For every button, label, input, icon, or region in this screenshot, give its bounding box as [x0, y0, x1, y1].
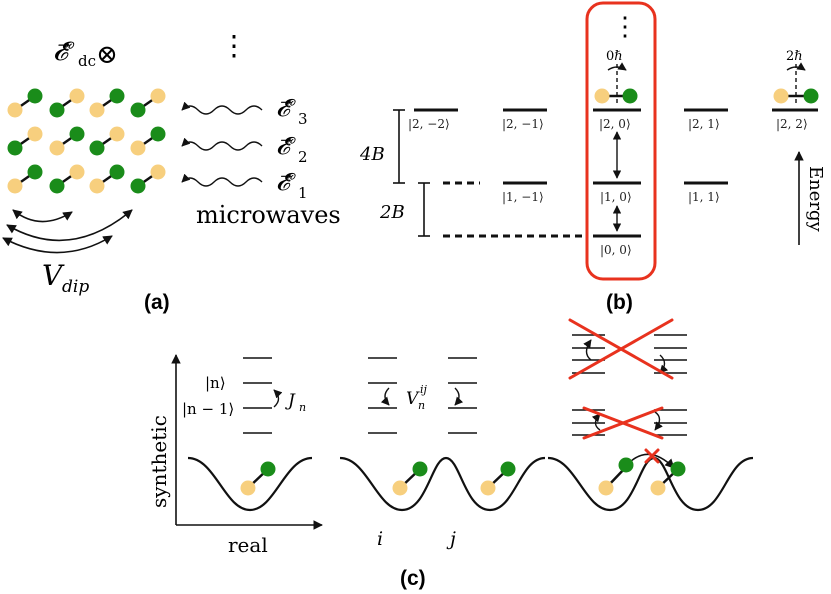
dipole-arrow-short — [12, 209, 73, 223]
vdots-a: ⋮ — [220, 29, 248, 62]
Vn-superscript: ij — [420, 383, 428, 396]
molecule-forbidden-right — [650, 461, 686, 496]
vdip-subscript: dip — [62, 277, 89, 297]
otimes-symbol: ⊗ — [96, 40, 118, 70]
cross-hop-b — [644, 448, 660, 464]
synthetic-label: synthetic — [147, 415, 171, 508]
field-3-symbol: 𝓔⃗ — [276, 94, 296, 122]
exchange-arrow-left — [380, 387, 390, 406]
molecule-single-well — [240, 461, 276, 496]
panel-a: 𝓔⃗ dc ⊗ ⋮ V dip 𝓔⃗ 3 𝓔⃗ 2 𝓔⃗ 1 microwa — [2, 29, 341, 314]
ket-2-m2: |2, −2⟩ — [408, 117, 450, 131]
microwave-waves — [181, 101, 263, 187]
molecule-lattice — [7, 88, 166, 194]
ket-0-0: |0, 0⟩ — [600, 243, 632, 257]
ket-2-0: |2, 0⟩ — [599, 117, 631, 131]
ket-n-label: |n⟩ — [205, 374, 226, 392]
single-well-levels — [243, 357, 272, 434]
red-crosses — [568, 318, 674, 464]
spacing-4B-label: 4B — [359, 144, 385, 165]
real-label: real — [228, 533, 268, 557]
double-well-levels — [368, 357, 477, 434]
forbidden-arrow-top-left — [583, 339, 592, 361]
levels-J1: |1, −1⟩ |1, 0⟩ |1, 1⟩ — [443, 181, 728, 204]
field-2-symbol: 𝓔⃗ — [276, 132, 296, 160]
ket-n-minus-1-label: |n − 1⟩ — [182, 400, 234, 418]
lattice-molecule — [89, 164, 125, 194]
panel-c-label: (c) — [400, 567, 426, 590]
vdip-symbol: V — [42, 259, 65, 292]
ket-2-m1: |2, −1⟩ — [502, 117, 544, 131]
dc-field-symbol: 𝓔⃗ — [53, 37, 75, 67]
forbidden-arrow-mid-left — [591, 413, 601, 431]
lattice-molecule — [130, 88, 166, 118]
microwave-wave-2 — [181, 137, 263, 151]
dc-field-label: 𝓔⃗ dc ⊗ — [53, 37, 118, 70]
lattice-molecule — [7, 126, 43, 156]
ket-2-2: |2, 2⟩ — [776, 117, 808, 131]
lattice-molecule — [49, 164, 85, 194]
levels-J2: |2, −2⟩ |2, −1⟩ |2, 0⟩ |2, 1⟩ |2, 2⟩ — [408, 108, 818, 131]
panel-a-label: (a) — [144, 291, 170, 314]
field-1-symbol: 𝓔⃗ — [276, 168, 296, 196]
cross-top-b — [568, 318, 674, 380]
ket-1-1: |1, 1⟩ — [688, 190, 720, 204]
potential-well-single — [187, 456, 313, 512]
ket-2-1: |2, 1⟩ — [688, 117, 720, 131]
ket-1-m1: |1, −1⟩ — [502, 190, 544, 204]
vdots-b: ⋮ — [612, 12, 638, 42]
site-j-label: j — [446, 528, 456, 550]
microwave-wave-1 — [181, 173, 263, 187]
highlight-box — [585, 1, 657, 281]
lattice-molecule — [89, 126, 125, 156]
molecule-site-i — [392, 461, 428, 496]
field-1-subscript: 1 — [298, 184, 308, 202]
hbar-2-label: 2ℏ — [786, 49, 803, 64]
levels-J0: |0, 0⟩ — [443, 234, 641, 257]
potential-well-forbidden — [547, 456, 754, 512]
lattice-molecule — [7, 164, 43, 194]
Jn-subscript: n — [299, 401, 306, 414]
molecule-forbidden-left — [598, 457, 634, 496]
exchange-arrow-right — [454, 387, 464, 406]
dipole-arrow-long — [6, 209, 133, 242]
lattice-molecule — [89, 88, 125, 118]
Jn-symbol: J — [285, 391, 296, 411]
energy-label: Energy — [805, 166, 826, 233]
lattice-molecule — [49, 88, 85, 118]
lattice-molecule — [130, 164, 166, 194]
forbidden-arrow-mid-right — [654, 411, 663, 431]
dc-field-subscript: dc — [78, 52, 96, 70]
hbar-0-label: 0ℏ — [606, 49, 623, 64]
potential-well-double — [339, 456, 546, 512]
Vn-symbol: V — [406, 389, 420, 409]
lattice-molecule — [7, 88, 43, 118]
ket-1-0: |1, 0⟩ — [600, 190, 632, 204]
cross-mid-b — [582, 406, 664, 440]
field-3-subscript: 3 — [298, 110, 308, 128]
field-labels: 𝓔⃗ 3 𝓔⃗ 2 𝓔⃗ 1 — [276, 94, 308, 202]
panel-c: synthetic real |n⟩ |n − 1⟩ J n — [147, 318, 754, 590]
Vn-subscript: n — [418, 399, 425, 412]
spacing-4B: 4B — [359, 109, 405, 184]
hopping-arrow-Jn — [273, 389, 283, 408]
molecule-2-2: 2ℏ — [773, 49, 819, 106]
vdip-label: V dip — [42, 259, 89, 297]
panel-b-label: (b) — [606, 291, 633, 314]
molecule-2-0 — [594, 62, 638, 106]
field-2-subscript: 2 — [298, 148, 308, 166]
spacing-2B-label: 2B — [379, 202, 405, 223]
dipole-arrow-longest — [2, 235, 113, 254]
site-i-label: i — [377, 528, 383, 550]
panel-b: ⋮ 0ℏ 4B 2B |2, −2⟩ |2, −1⟩ |2, 0⟩ |2, 1⟩ — [359, 1, 826, 314]
lattice-molecule — [130, 126, 166, 156]
lattice-molecule — [49, 126, 85, 156]
molecule-site-j — [480, 461, 516, 496]
spacing-2B: 2B — [379, 182, 430, 237]
microwave-wave-3 — [181, 101, 263, 115]
microwaves-label: microwaves — [196, 201, 341, 229]
